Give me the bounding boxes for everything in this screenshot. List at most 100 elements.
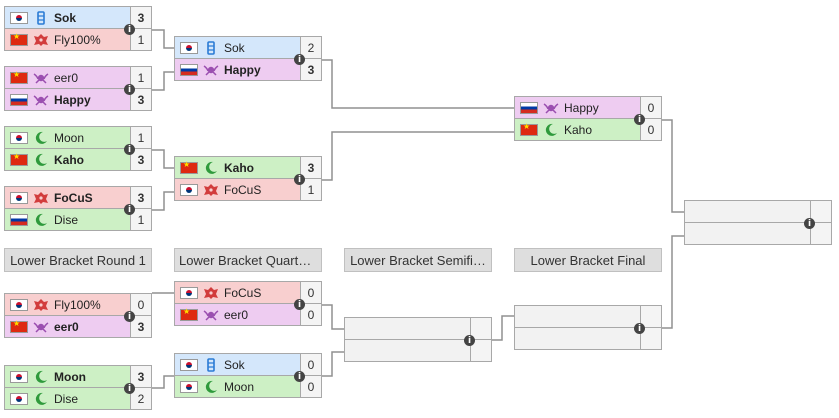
- flag-icon: [520, 122, 538, 136]
- race-icon: [33, 391, 49, 407]
- player-score: 3: [300, 157, 321, 178]
- flag-icon: [180, 358, 198, 371]
- match-grand-final[interactable]: [684, 200, 832, 245]
- match-info-icon[interactable]: i: [464, 335, 475, 346]
- match-lb-final[interactable]: [514, 305, 662, 350]
- player-row-empty[interactable]: [514, 327, 662, 350]
- player-name: Sok: [224, 357, 245, 372]
- player-score: 3: [130, 366, 151, 387]
- player-name: Happy: [564, 100, 599, 115]
- flag-icon: [10, 392, 28, 405]
- round-header-lb-r1: Lower Bracket Round 1: [4, 248, 152, 272]
- match-info-icon[interactable]: i: [124, 383, 135, 394]
- flag-icon: [180, 380, 198, 393]
- player-score: 0: [640, 97, 661, 118]
- flag-icon: [10, 319, 28, 333]
- player-score: 0: [130, 294, 151, 315]
- player-name: Dise: [54, 212, 79, 227]
- player-name: Moon: [54, 130, 85, 145]
- player-row[interactable]: Happy 0: [514, 96, 662, 119]
- match-info-icon[interactable]: i: [294, 174, 305, 185]
- match-info-icon[interactable]: i: [294, 54, 305, 65]
- player-name: eer0: [224, 307, 249, 322]
- player-score: 0: [300, 354, 321, 375]
- player-row-empty[interactable]: [684, 222, 832, 245]
- match-info-icon[interactable]: i: [294, 371, 305, 382]
- player-row-empty[interactable]: [344, 339, 492, 362]
- race-icon: [33, 92, 49, 108]
- flag-icon: [180, 183, 198, 196]
- match-info-icon[interactable]: i: [294, 299, 305, 310]
- player-name: Fly100%: [54, 297, 101, 312]
- player-row[interactable]: Moon 0: [174, 375, 322, 398]
- player-row[interactable]: Happy 3: [174, 58, 322, 81]
- race-icon: [203, 357, 219, 373]
- player-row[interactable]: Fly100%1: [4, 28, 152, 51]
- race-icon: [33, 297, 49, 313]
- player-row[interactable]: Fly100% 0: [4, 293, 152, 316]
- player-name: Kaho: [224, 160, 254, 175]
- player-score: 0: [640, 119, 661, 140]
- race-icon: [33, 369, 49, 385]
- race-icon: [33, 70, 49, 86]
- player-score: 2: [130, 388, 151, 409]
- race-icon: [33, 130, 49, 146]
- race-icon: [203, 182, 219, 198]
- match-info-icon[interactable]: i: [124, 24, 135, 35]
- flag-icon: [180, 286, 198, 299]
- match-info-icon[interactable]: i: [124, 204, 135, 215]
- match-info-icon[interactable]: i: [124, 84, 135, 95]
- flag-icon: [10, 70, 28, 84]
- race-icon: [203, 379, 219, 395]
- match-lb-sf[interactable]: [344, 317, 492, 362]
- match-info-icon[interactable]: i: [634, 114, 645, 125]
- player-score: 3: [130, 316, 151, 337]
- match-info-icon[interactable]: i: [804, 218, 815, 229]
- player-score: 0: [300, 282, 321, 303]
- player-score: 1: [130, 127, 151, 148]
- race-icon: [203, 40, 219, 56]
- player-score: 3: [130, 187, 151, 208]
- race-icon: [33, 152, 49, 168]
- race-icon: [33, 319, 49, 335]
- player-name: FoCuS: [224, 182, 262, 197]
- match-info-icon[interactable]: i: [634, 323, 645, 334]
- player-score: 0: [300, 376, 321, 397]
- player-score: 3: [300, 59, 321, 80]
- match-info-icon[interactable]: i: [124, 311, 135, 322]
- player-name: Happy: [224, 62, 261, 77]
- flag-icon: [180, 160, 198, 174]
- race-icon: [33, 10, 49, 26]
- match-info-icon[interactable]: i: [124, 144, 135, 155]
- flag-icon: [180, 307, 198, 321]
- flag-icon: [10, 93, 28, 106]
- match-lb-qf-2[interactable]: Sok 0 Moon 0: [174, 353, 322, 398]
- flag-icon: [10, 213, 28, 226]
- flag-icon: [10, 191, 28, 204]
- race-icon: [203, 285, 219, 301]
- player-name: Moon: [224, 379, 255, 394]
